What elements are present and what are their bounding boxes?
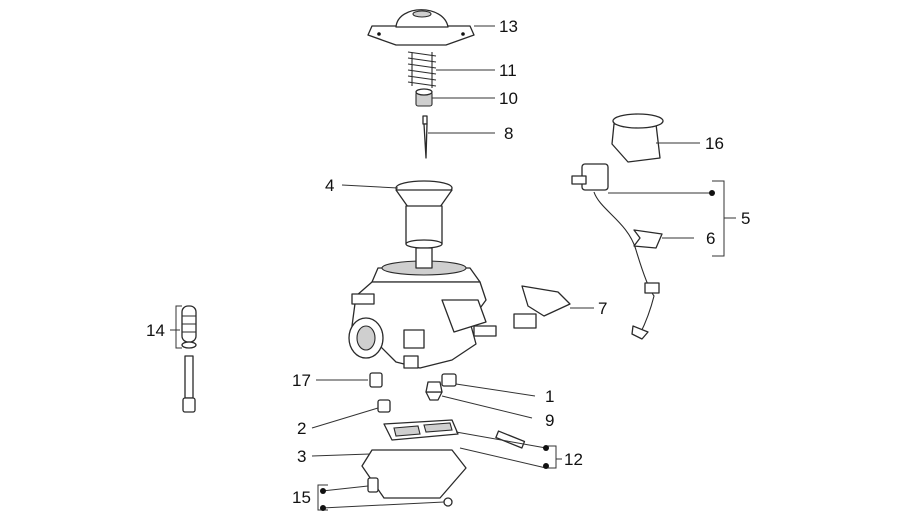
carburetor-body (348, 247, 497, 369)
callout-2: 2 (297, 419, 306, 438)
part-16-cap (611, 113, 664, 163)
part-3-float-bowl (361, 419, 526, 507)
part-8-needle (422, 115, 428, 159)
callout-9: 9 (545, 411, 554, 430)
part-10-seal-cup (415, 88, 433, 107)
callout-labels: 13 11 10 8 4 16 5 6 7 14 17 1 9 2 3 12 1… (146, 17, 750, 507)
part-11-spring (407, 51, 437, 88)
part-4-diaphragm-slide (395, 180, 453, 249)
group-bracket-14 (175, 305, 182, 349)
callout-4: 4 (325, 176, 334, 195)
callout-12: 12 (564, 450, 583, 469)
callout-8: 8 (504, 124, 513, 143)
callout-13: 13 (499, 17, 518, 36)
callout-10: 10 (499, 89, 518, 108)
callout-14: 14 (146, 321, 165, 340)
group-bracket-15 (317, 484, 328, 511)
callout-6: 6 (706, 229, 715, 248)
callout-15: 15 (292, 488, 311, 507)
callout-17: 17 (292, 371, 311, 390)
part-13-top-cover (367, 9, 475, 46)
part-5-cable-assembly (571, 163, 660, 340)
callout-11: 11 (499, 61, 517, 80)
part-15-screws (367, 477, 379, 493)
callout-3: 3 (297, 447, 306, 466)
leader-lines (170, 25, 712, 509)
part-17-screw (369, 372, 383, 388)
callout-16: 16 (705, 134, 724, 153)
callout-7: 7 (598, 299, 607, 318)
group-bracket-12 (543, 445, 562, 469)
group-bracket-5 (709, 180, 736, 257)
part-9-jet (425, 381, 443, 401)
callout-1: 1 (545, 387, 554, 406)
part-14-screw-assembly (181, 305, 197, 413)
part-7-electric-choke (513, 285, 571, 329)
part-2-nut (377, 399, 391, 413)
part-1-jet (441, 373, 457, 387)
part-6-clip (633, 229, 663, 249)
callout-5: 5 (741, 209, 750, 228)
